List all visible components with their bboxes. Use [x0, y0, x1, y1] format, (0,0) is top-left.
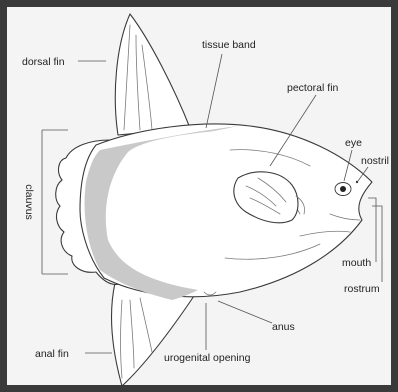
dorsal-fin [115, 14, 190, 135]
label-urogenital-opening: urogenital opening [164, 352, 251, 364]
label-eye: eye [345, 137, 362, 149]
anal-fin [111, 283, 198, 386]
label-anal-fin: anal fin [35, 348, 69, 360]
label-pectoral-fin: pectoral fin [287, 82, 339, 94]
eye-feature [335, 183, 351, 196]
label-dorsal-fin: dorsal fin [22, 56, 65, 68]
label-clavus: clauvus [23, 184, 35, 220]
label-rostrum: rostrum [344, 283, 380, 295]
label-nostril: nostril [361, 155, 389, 167]
label-anus: anus [272, 321, 295, 333]
nostril-feature [356, 181, 358, 183]
label-tissue-band: tissue band [202, 39, 256, 51]
label-mouth: mouth [342, 257, 371, 269]
